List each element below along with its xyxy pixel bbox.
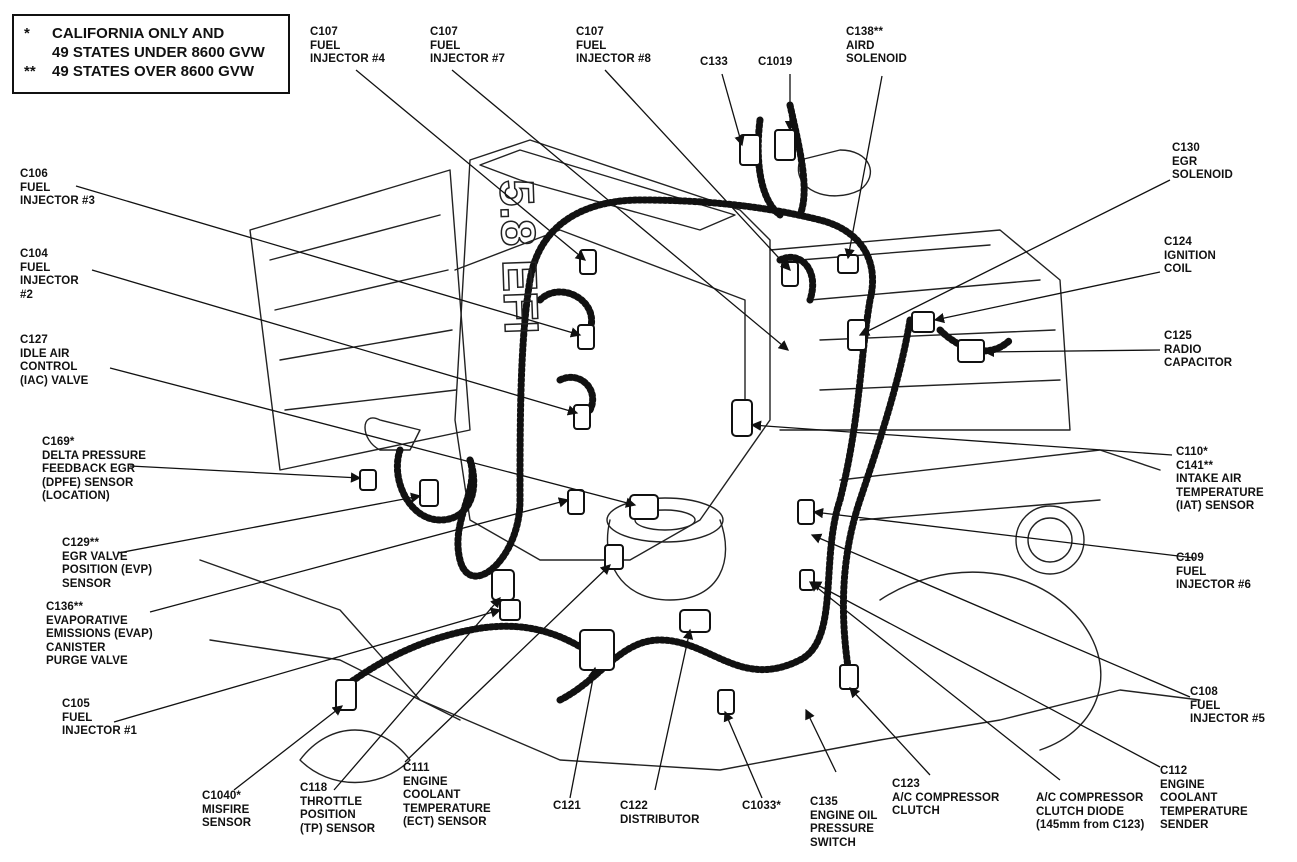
connector-c111 xyxy=(604,544,624,570)
callout-c121: C121 xyxy=(553,800,581,812)
callout-c107-injector-8: C107 FUEL INJECTOR #8 xyxy=(576,26,652,65)
connector-c104 xyxy=(573,404,591,430)
callout-c108-injector-5: C108 FUEL INJECTOR #5 xyxy=(1190,686,1266,725)
callout-c105-injector-1: C105 FUEL INJECTOR #1 xyxy=(62,698,138,737)
callout-c109-injector-6: C109 FUEL INJECTOR #6 xyxy=(1176,552,1252,591)
connector-c109 xyxy=(797,499,815,525)
callout-c124-ignition-coil: C124 IGNITION COIL xyxy=(1164,236,1216,275)
legend-text: CALIFORNIA ONLY AND 49 STATES UNDER 8600… xyxy=(52,25,265,61)
callout-c107-injector-4: C107 FUEL INJECTOR #4 xyxy=(310,26,386,65)
connector-c125 xyxy=(957,339,985,363)
legend-mark: * xyxy=(24,25,30,42)
callout-c112-coolant-sender: C112 ENGINE COOLANT TEMPERATURE SENDER xyxy=(1160,765,1248,831)
connector-c130 xyxy=(847,319,867,351)
connector-c124 xyxy=(911,311,935,333)
plenum-top xyxy=(479,149,736,231)
connector-c107-4 xyxy=(579,249,597,275)
legend-row: ** 49 STATES OVER 8600 GVW xyxy=(24,62,278,81)
callout-c136-evap-purge-valve: C136** EVAPORATIVE EMISSIONS (EVAP) CANI… xyxy=(46,601,153,667)
callout-c1019: C1019 xyxy=(758,56,793,68)
callout-c1040-misfire-sensor: C1040* MISFIRE SENSOR xyxy=(202,790,252,829)
callout-c133: C133 xyxy=(700,56,728,68)
connector-ac-diode xyxy=(799,569,815,591)
callout-c110-iat-sensor: C110* C141** INTAKE AIR TEMPERATURE (IAT… xyxy=(1176,446,1264,512)
connector-c107-8 xyxy=(781,261,799,287)
connector-c136 xyxy=(499,599,521,621)
callout-c107-injector-7: C107 FUEL INJECTOR #7 xyxy=(430,26,506,65)
callout-c125-radio-capacitor: C125 RADIO CAPACITOR xyxy=(1164,330,1233,369)
callout-c127-iac-valve: C127 IDLE AIR CONTROL (IAC) VALVE xyxy=(20,334,89,387)
connector-c106 xyxy=(577,324,595,350)
connector-c110 xyxy=(731,399,753,437)
connector-c105 xyxy=(567,489,585,515)
harness-main xyxy=(454,196,877,704)
legend-text: 49 STATES OVER 8600 GVW xyxy=(52,63,255,80)
callout-c104-injector-2: C104 FUEL INJECTOR #2 xyxy=(20,248,79,301)
connector-c133 xyxy=(739,134,761,166)
connector-c1019 xyxy=(774,129,796,161)
callout-c129-evp-sensor: C129** EGR VALVE POSITION (EVP) SENSOR xyxy=(62,537,153,590)
connector-c1033 xyxy=(717,689,735,715)
callout-c1033: C1033* xyxy=(742,800,781,812)
callout-c135-oil-pressure-switch: C135 ENGINE OIL PRESSURE SWITCH xyxy=(810,796,878,849)
callout-c169-dpfe-sensor: C169* DELTA PRESSURE FEEDBACK EGR (DPFE)… xyxy=(42,436,147,502)
left-valve-cover xyxy=(249,169,471,471)
connector-c129 xyxy=(419,479,439,507)
engine-badge: 5.8 EFI xyxy=(489,179,547,335)
legend-row: * CALIFORNIA ONLY AND 49 STATES UNDER 86… xyxy=(24,24,278,62)
callout-c122-distributor: C122 DISTRIBUTOR xyxy=(620,800,700,826)
connector-c122 xyxy=(679,609,711,633)
connector-c118 xyxy=(491,569,515,601)
callout-c138-aird-solenoid: C138** AIRD SOLENOID xyxy=(846,26,907,65)
connector-c169 xyxy=(359,469,377,491)
callout-c118-tp-sensor: C118 THROTTLE POSITION (TP) SENSOR xyxy=(300,782,376,835)
connector-c121 xyxy=(579,629,615,671)
callout-ac-compressor-clutch-diode: A/C COMPRESSOR CLUTCH DIODE (145mm from … xyxy=(1036,792,1145,831)
connector-c1040 xyxy=(335,679,357,711)
callout-c106-injector-3: C106 FUEL INJECTOR #3 xyxy=(20,168,96,207)
legend-box: * CALIFORNIA ONLY AND 49 STATES UNDER 86… xyxy=(12,14,290,94)
connector-c127 xyxy=(629,494,659,520)
connector-c123 xyxy=(839,664,859,690)
callout-c130-egr-solenoid: C130 EGR SOLENOID xyxy=(1172,142,1233,181)
callout-c123-ac-compressor-clutch: C123 A/C COMPRESSOR CLUTCH xyxy=(892,778,1000,817)
right-valve-cover xyxy=(769,229,1071,431)
legend-mark: ** xyxy=(24,63,36,80)
harness-left xyxy=(336,622,604,694)
intake-plenum xyxy=(454,139,771,561)
callout-c111-ect-sensor: C111 ENGINE COOLANT TEMPERATURE (ECT) SE… xyxy=(403,762,491,828)
